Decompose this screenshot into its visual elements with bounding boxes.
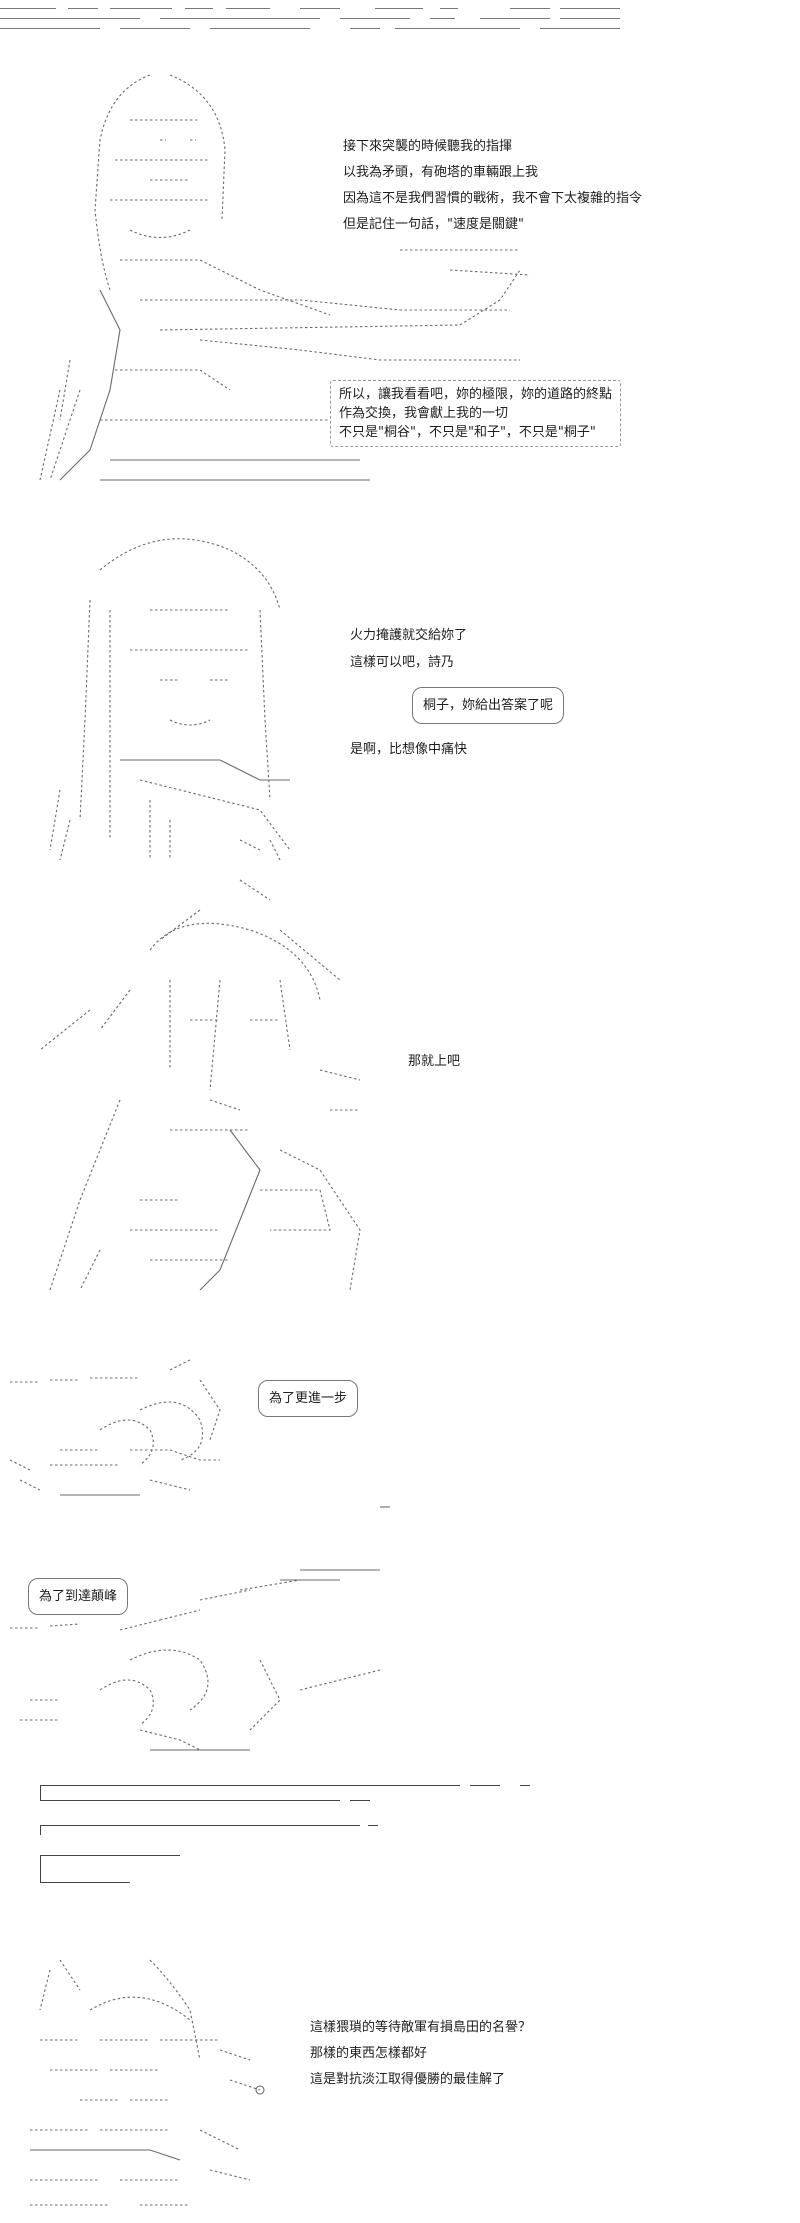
panel-2: 火力掩護就交給妳了 這樣可以吧，詩乃 桐子，妳給出答案了呢 是啊，比想像中痛快 (0, 520, 800, 860)
dialogue-line-3: 因為這不是我們習慣的戰術，我不會下太複雜的指令 (343, 191, 643, 206)
character-art-group (30, 1959, 265, 2206)
dialogue-line-1: 接下來突襲的時候聽我的指揮 (343, 139, 513, 154)
dialogue-line-2: 這樣可以吧，詩乃 (350, 655, 455, 670)
dialogue-line-4: 但是記住一句話，"速度是關鍵" (343, 217, 524, 232)
dialogue-line-3: 這是對抗淡江取得優勝的最佳解了 (310, 2072, 506, 2087)
panel-7: 這樣猥瑣的等待敵軍有損島田的名譽？ 那樣的東西怎樣都好 這是對抗淡江取得優勝的最… (0, 1950, 800, 2220)
speech-bubble-1: 所以，讓我看看吧，妳的極限，妳的道路的終點 作為交換，我會獻上我的一切 不只是"… (330, 380, 622, 447)
speech-bubble-5: 為了到達顛峰 (28, 1578, 129, 1615)
dialogue-line-3: 是啊，比想像中痛快 (350, 742, 468, 757)
header-rule (0, 0, 800, 36)
speech-bubble-2: 桐子，妳給出答案了呢 (412, 687, 565, 724)
panel-5: 為了到達顛峰 (0, 1560, 800, 1760)
panel-1: 接下來突襲的時候聽我的指揮 以我為矛頭，有砲塔的車輛跟上我 因為這不是我們習慣的… (0, 60, 800, 490)
action-art-reach-2 (10, 1569, 381, 1751)
bubble-line-1: 所以，讓我看看吧，妳的極限，妳的道路的終點 (339, 387, 613, 402)
dialogue-line-2: 以我為矛頭，有砲塔的車輛跟上我 (343, 165, 539, 180)
speech-bubble-4: 為了更進一步 (258, 1380, 359, 1417)
divider-mark (380, 1506, 390, 1508)
dialogue-line-1: 這樣猥瑣的等待敵軍有損島田的名譽？ (310, 2020, 532, 2035)
character-art-kiriko-close (39, 879, 361, 1291)
panel-4: 為了更進一步 (0, 1350, 800, 1520)
bubble-line-2: 作為交換，我會獻上我的一切 (339, 406, 509, 421)
panel-6-speed-lines (0, 1785, 800, 1905)
character-art-shino (49, 538, 291, 860)
dialogue-line-1: 那就上吧 (408, 1054, 461, 1069)
character-art-kiriko-tank (39, 74, 531, 481)
dialogue-line-2: 那樣的東西怎樣都好 (310, 2046, 428, 2061)
bubble-line-3: 不只是"桐谷"，不只是"和子"，不只是"桐子" (339, 425, 596, 440)
dialogue-line-1: 火力掩護就交給妳了 (350, 628, 468, 643)
panel-3: 那就上吧 (0, 870, 800, 1300)
action-art-reach-1 (9, 1359, 221, 1496)
